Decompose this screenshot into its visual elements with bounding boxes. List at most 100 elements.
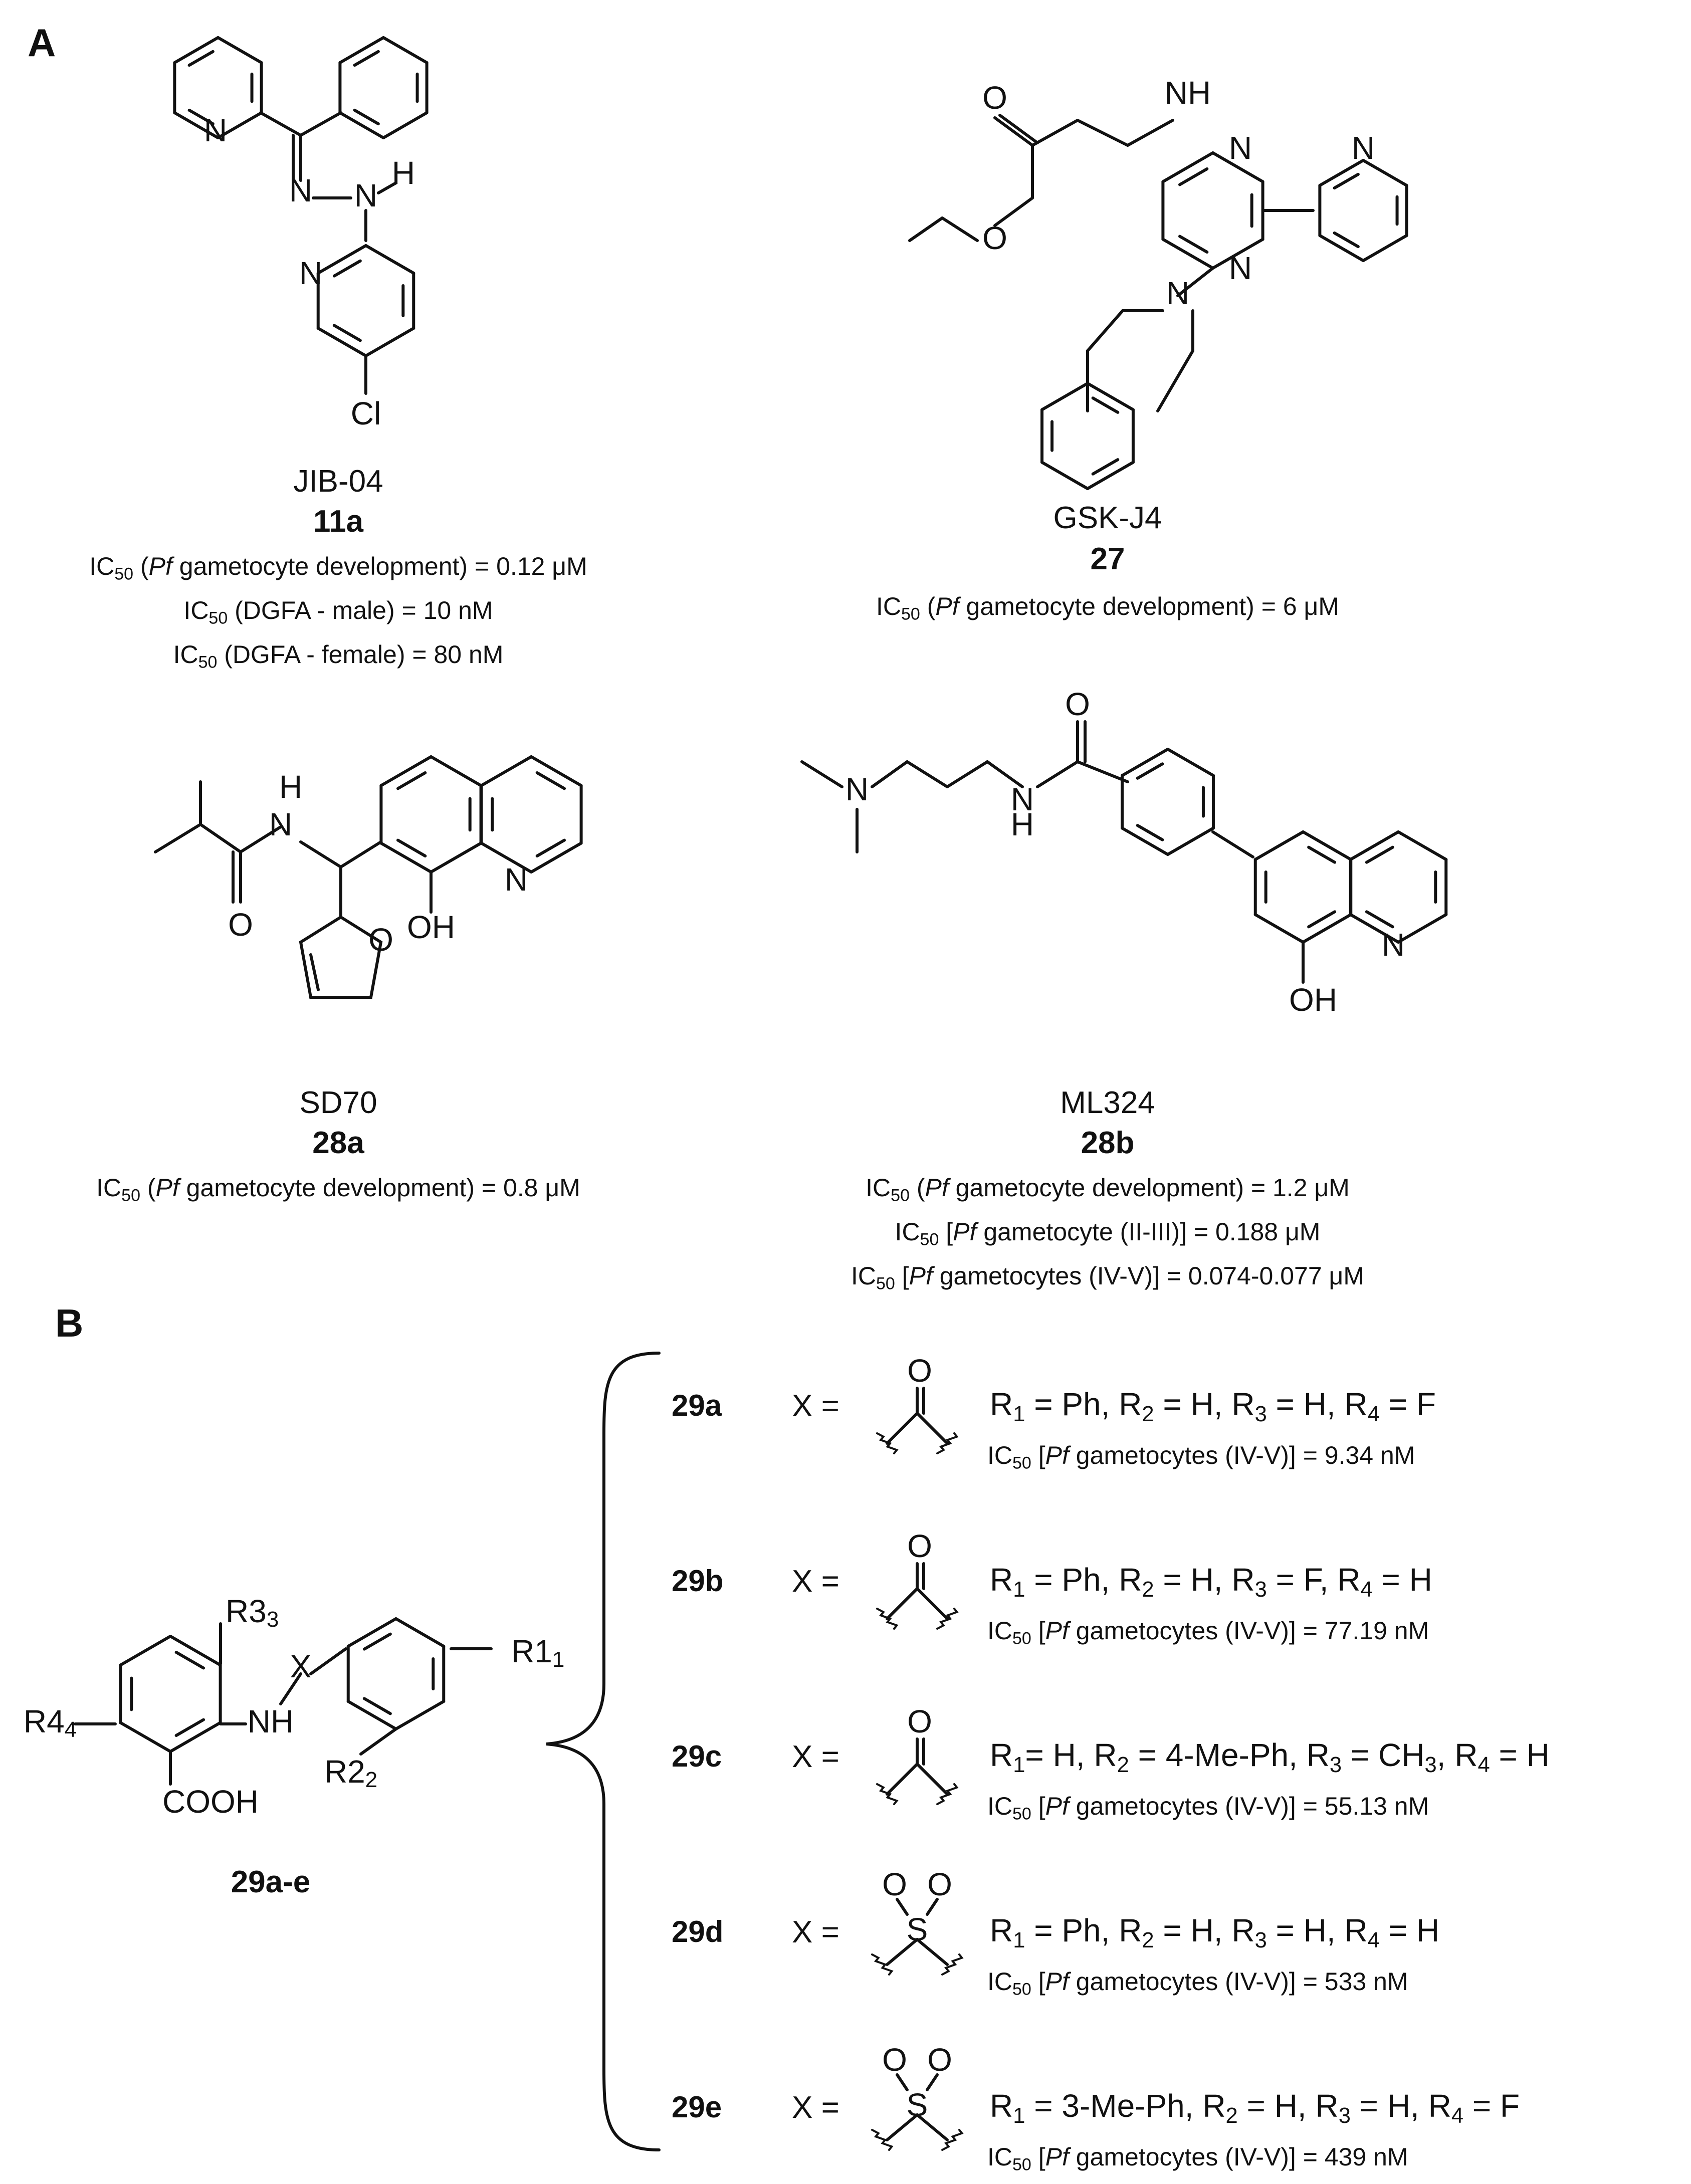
atom-label: O bbox=[927, 2042, 952, 2078]
bond bbox=[906, 760, 949, 788]
bond bbox=[1166, 826, 1215, 856]
bond bbox=[993, 196, 1034, 227]
bond bbox=[535, 838, 566, 857]
atom-label: S bbox=[907, 2087, 928, 2123]
bond bbox=[316, 244, 367, 275]
bond-path bbox=[871, 2129, 894, 2151]
x-equals: X = bbox=[792, 1739, 839, 1774]
bond bbox=[1176, 267, 1214, 297]
bond bbox=[187, 108, 215, 126]
bond bbox=[1349, 830, 1400, 861]
panel-label-a: A bbox=[28, 21, 56, 65]
ic50-line: IC50 [Pf gametocyte (II-III)] = 0.188 μM bbox=[895, 1218, 1321, 1249]
bond bbox=[1211, 238, 1264, 270]
bond bbox=[1365, 845, 1394, 864]
bond-path bbox=[941, 1953, 964, 1976]
bond-path bbox=[876, 1783, 899, 1805]
compound-code: 28a bbox=[312, 1126, 364, 1160]
compound-id: 29a bbox=[672, 1389, 722, 1422]
compound-code: 11a bbox=[313, 504, 364, 539]
bond bbox=[332, 259, 362, 278]
atom-label: O bbox=[982, 80, 1007, 116]
bond bbox=[173, 111, 220, 139]
substituents: R1 = Ph, R2 = H, R3 = F, R4 = H bbox=[990, 1562, 1432, 1602]
bond bbox=[1362, 159, 1408, 187]
atom-label: N bbox=[846, 771, 869, 807]
bond bbox=[364, 327, 415, 357]
ic50-line: IC50 (DGFA - female) = 80 nM bbox=[173, 640, 504, 672]
bond bbox=[1076, 119, 1129, 147]
bond bbox=[1136, 824, 1164, 841]
bond bbox=[896, 2073, 909, 2091]
bond bbox=[359, 1727, 397, 1756]
bond bbox=[377, 181, 397, 194]
bond bbox=[800, 760, 843, 788]
bond-path bbox=[876, 1608, 899, 1630]
bond bbox=[1318, 234, 1365, 262]
bond bbox=[926, 1898, 939, 1916]
compound-name: SD70 bbox=[299, 1085, 377, 1120]
atom-label: N bbox=[1352, 130, 1375, 166]
bond bbox=[279, 1672, 302, 1705]
bond bbox=[896, 1898, 909, 1916]
compound-code: 27 bbox=[1090, 542, 1125, 576]
bond bbox=[339, 840, 382, 868]
bond bbox=[1136, 762, 1164, 780]
bond bbox=[1302, 830, 1353, 861]
scaffold-code: 29a-e bbox=[231, 1865, 311, 1899]
ic50-line: IC50 [Pf gametocytes (IV-V)] = 0.074-0.0… bbox=[851, 1262, 1365, 1293]
bond bbox=[119, 1721, 172, 1753]
compound-id: 29e bbox=[672, 2090, 722, 2124]
bond bbox=[430, 755, 483, 787]
bond bbox=[353, 50, 380, 67]
bond bbox=[1397, 830, 1448, 861]
atom-label: O bbox=[982, 220, 1007, 256]
atom-label: NH bbox=[248, 1703, 294, 1739]
bond bbox=[1156, 349, 1194, 412]
bond bbox=[530, 755, 583, 787]
compound-id: 29b bbox=[672, 1564, 724, 1598]
bond bbox=[309, 1647, 347, 1675]
bond bbox=[299, 111, 342, 137]
bond bbox=[916, 1763, 949, 1796]
bond bbox=[1178, 167, 1209, 186]
atom-label: R44 bbox=[24, 1703, 77, 1742]
ic50-value: IC50 [Pf gametocytes (IV-V)] = 55.13 nM bbox=[987, 1792, 1429, 1824]
bond bbox=[916, 1412, 949, 1445]
atom-label: O bbox=[907, 1528, 932, 1564]
bond-path bbox=[941, 2129, 964, 2151]
atom-label: N bbox=[505, 861, 528, 898]
ic50-line: IC50 (Pf gametocyte development) = 0.12 … bbox=[89, 552, 587, 584]
ic50-value: IC50 [Pf gametocytes (IV-V)] = 77.19 nM bbox=[987, 1617, 1429, 1648]
bond bbox=[217, 36, 263, 64]
bond bbox=[362, 1697, 392, 1715]
bond bbox=[199, 823, 242, 853]
atom-label: N bbox=[1229, 250, 1252, 286]
bond bbox=[169, 1635, 222, 1667]
bond bbox=[187, 50, 215, 67]
bond bbox=[1253, 830, 1305, 861]
bond bbox=[239, 825, 282, 853]
bond bbox=[1121, 748, 1169, 777]
bond bbox=[1076, 760, 1129, 783]
bond bbox=[1126, 119, 1174, 147]
atom-label: R33 bbox=[226, 1593, 279, 1632]
ic50-line: IC50 (DGFA - male) = 10 nM bbox=[183, 596, 493, 628]
bond bbox=[1397, 913, 1448, 944]
atom-label: S bbox=[907, 1911, 928, 1947]
atom-label: O bbox=[1065, 686, 1090, 722]
atom-label: N bbox=[269, 806, 292, 842]
compound-name: ML324 bbox=[1060, 1085, 1155, 1120]
bond bbox=[1307, 910, 1337, 929]
atom-label: N bbox=[1011, 781, 1034, 817]
bond bbox=[430, 841, 483, 873]
atom-label: N bbox=[1382, 927, 1405, 963]
compound-id: 29c bbox=[672, 1739, 722, 1773]
bond bbox=[886, 1412, 919, 1445]
atom-label: H bbox=[1011, 806, 1034, 842]
bond-path bbox=[936, 1432, 959, 1454]
ic50-value: IC50 [Pf gametocytes (IV-V)] = 439 nM bbox=[987, 2143, 1408, 2174]
bond-path bbox=[876, 1432, 899, 1454]
x-equals: X = bbox=[792, 1564, 839, 1599]
bond bbox=[1333, 231, 1360, 249]
